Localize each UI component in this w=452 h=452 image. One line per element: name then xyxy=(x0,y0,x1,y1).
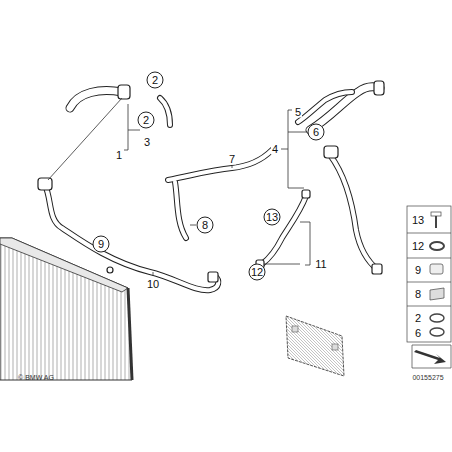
callout-circle xyxy=(138,112,154,128)
callout-circle xyxy=(249,264,265,280)
callout-number: 11 xyxy=(314,259,327,270)
legend-number: 13 xyxy=(411,215,425,226)
oil-cooler xyxy=(286,316,344,376)
legend-number: 8 xyxy=(414,289,422,300)
hoses xyxy=(38,81,384,290)
callout-number: 3 xyxy=(143,137,151,148)
callout-number: 12 xyxy=(250,267,264,278)
diagram-id: 00155275 xyxy=(412,374,443,381)
callout-number: 2 xyxy=(151,75,159,86)
callout-number: 1 xyxy=(115,150,123,161)
callout-circle xyxy=(264,209,280,225)
callout-number: 8 xyxy=(201,220,209,231)
copyright-note: © BMW AG xyxy=(18,374,54,381)
callout-number: 4 xyxy=(271,144,279,155)
callout-number: 7 xyxy=(228,154,236,165)
callout-circle xyxy=(147,72,163,88)
leader-lines xyxy=(48,98,310,276)
callout-number: 10 xyxy=(146,279,160,290)
legend-number: 9 xyxy=(414,265,422,276)
callout-circles xyxy=(93,72,324,280)
legend-number: 2 xyxy=(414,313,422,324)
callout-circle xyxy=(308,124,324,140)
callout-number: 6 xyxy=(312,127,320,138)
callout-circle xyxy=(93,236,109,252)
callout-number: 13 xyxy=(265,212,279,223)
callout-number: 5 xyxy=(294,107,302,118)
callout-number: 9 xyxy=(97,239,105,250)
legend-number: 12 xyxy=(411,241,425,252)
legend-number: 6 xyxy=(414,328,422,339)
callout-number: 2 xyxy=(142,115,150,126)
parts-legend xyxy=(407,206,451,368)
callout-circle xyxy=(197,217,213,233)
